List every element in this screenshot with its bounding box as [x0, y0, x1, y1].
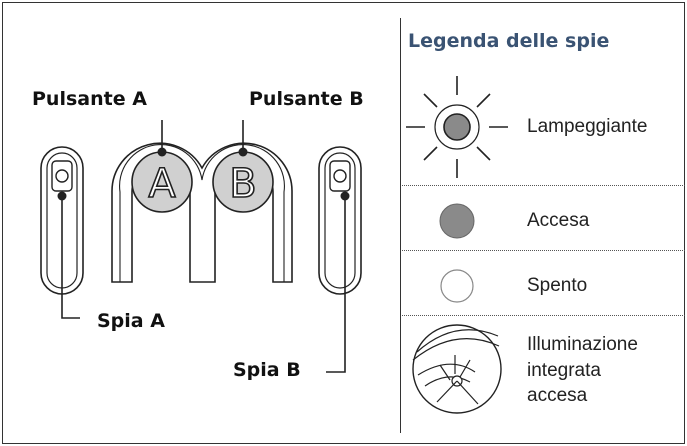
- legend-label-blinking: Lampeggiante: [527, 116, 648, 137]
- legend-separator: [402, 185, 685, 186]
- legend-separator: [402, 250, 685, 251]
- legend-label-off: Spento: [527, 275, 588, 296]
- legend-divider: [400, 18, 401, 433]
- light-on-icon: [439, 203, 475, 239]
- light-off-icon: [440, 269, 474, 303]
- blinking-light-icon: [406, 76, 508, 178]
- leader-light-b: [326, 196, 346, 373]
- legend-label-integrated: Illuminazione integrata accesa: [527, 332, 638, 409]
- integrated-lighting-icon: [412, 324, 502, 414]
- legend-label-integrated-line: integrata: [527, 359, 601, 381]
- label-light-a: Spia A: [97, 310, 165, 332]
- label-button-a: Pulsante A: [32, 88, 147, 110]
- legend-title: Legenda delle spie: [408, 30, 610, 52]
- legend-label-integrated-line: accesa: [527, 385, 588, 407]
- button-b-letter: B: [229, 161, 256, 207]
- legend-label-on: Accesa: [527, 210, 590, 231]
- button-a-letter: A: [148, 161, 176, 207]
- legend-separator: [402, 315, 685, 316]
- leader-light-a: [61, 196, 80, 319]
- legend-label-integrated-line: Illuminazione: [527, 334, 638, 355]
- label-button-b: Pulsante B: [249, 88, 364, 110]
- label-light-b: Spia B: [233, 359, 301, 381]
